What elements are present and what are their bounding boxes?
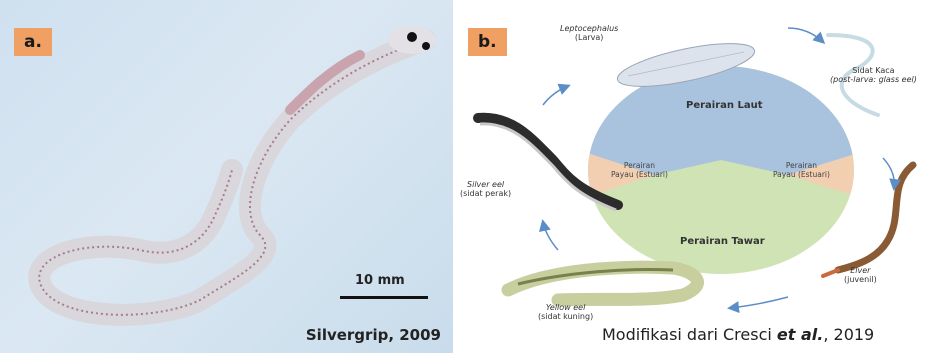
eel-eye — [407, 32, 417, 42]
label-glass-eel: Sidat Kaca (post-larva: glass eel) — [830, 66, 917, 84]
diagram-credit: Modifikasi dari Cresci et al., 2019 — [602, 325, 874, 344]
label-elver: Elver (juvenil) — [844, 266, 877, 284]
photo-credit: Silvergrip, 2009 — [306, 326, 441, 344]
eel-photo — [0, 0, 453, 353]
label-yellow-eel: Yellow eel (sidat kuning) — [538, 303, 593, 321]
scale-bar — [340, 296, 428, 299]
panel-a-badge: a. — [14, 28, 52, 56]
scale-label: 10 mm — [355, 273, 405, 288]
arrow-larva-to-glass — [788, 28, 823, 42]
zone-fresh-label: Perairan Tawar — [680, 236, 765, 247]
panel-a-photo: a. 10 mm Silvergrip, 2009 — [0, 0, 453, 353]
zone-estuary-left-label: Perairan Payau (Estuari) — [611, 162, 668, 179]
panel-b-badge: b. — [468, 28, 507, 56]
lifecycle-diagram — [458, 0, 947, 353]
elver-tail — [823, 270, 838, 276]
zone-sea-label: Perairan Laut — [686, 100, 763, 111]
arrow-elver-to-yellow — [730, 297, 788, 308]
zone-estuary-right-label: Perairan Payau (Estuari) — [773, 162, 830, 179]
panel-b-lifecycle: b. Perairan Laut Perairan Tawar Perairan… — [458, 0, 947, 353]
label-leptocephalus: Leptocephalus (Larva) — [560, 24, 618, 42]
arrow-yellow-to-silver — [543, 222, 558, 250]
label-silver-eel: Silver eel (sidat perak) — [460, 180, 511, 198]
arrow-glass-to-elver — [883, 158, 894, 188]
eel-eye-2 — [422, 42, 430, 50]
arrow-silver-to-larva — [543, 86, 568, 105]
